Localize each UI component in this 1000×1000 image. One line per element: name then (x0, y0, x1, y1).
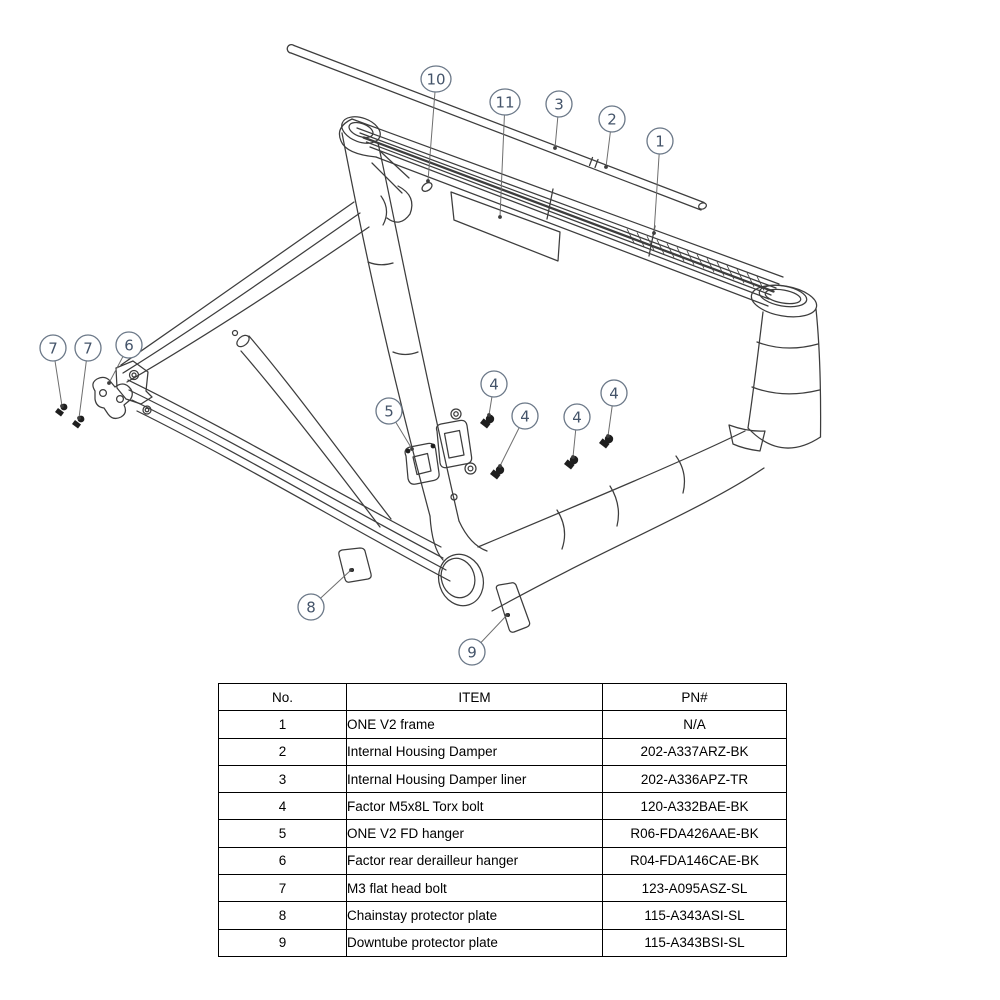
row-item: Chainstay protector plate (346, 901, 603, 930)
svg-text:8: 8 (306, 598, 316, 616)
derailleur-hanger (92, 376, 133, 420)
row-pn: 120-A332BAE-BK (602, 792, 787, 821)
seatstay-bridge (231, 329, 392, 528)
svg-text:7: 7 (48, 339, 58, 357)
row-item: Downtube protector plate (346, 928, 603, 957)
row-item: Factor rear derailleur hanger (346, 846, 603, 876)
row-no: 8 (218, 901, 347, 930)
svg-text:4: 4 (609, 384, 619, 402)
housing-liner-tube (286, 44, 708, 211)
svg-text:11: 11 (495, 93, 514, 111)
callout-8: 8 (297, 568, 353, 621)
callout-4: 4 (498, 402, 539, 468)
row-no: 3 (218, 764, 347, 794)
fd-mount-plate (435, 408, 477, 475)
row-pn: N/A (602, 710, 787, 739)
callout-4: 4 (600, 379, 628, 438)
row-pn: 202-A337ARZ-BK (602, 737, 787, 766)
chain-stays (127, 379, 451, 582)
row-pn: 202-A336APZ-TR (602, 764, 787, 794)
row-pn: R04-FDA146CAE-BK (602, 846, 787, 876)
svg-text:4: 4 (520, 407, 530, 425)
row-item: Internal Housing Damper liner (346, 764, 603, 794)
col-header-no: No. (218, 682, 347, 712)
head-tube (747, 284, 822, 449)
callout-layer: 1 2 3 10 11 7 7 6 5 4 4 4 4 8 9 (39, 65, 674, 666)
svg-text:10: 10 (426, 70, 445, 88)
callout-6: 6 (107, 331, 143, 385)
row-pn: R06-FDA426AAE-BK (602, 819, 787, 848)
frame-label-plate (450, 191, 561, 262)
rear-dropout (115, 360, 153, 405)
callout-1: 1 (646, 127, 674, 235)
callout-10: 10 (420, 65, 452, 183)
row-no: 9 (218, 928, 347, 957)
row-item: ONE V2 FD hanger (346, 819, 603, 848)
row-no: 1 (218, 710, 347, 739)
svg-text:9: 9 (467, 643, 477, 661)
row-no: 5 (218, 819, 347, 848)
callout-4: 4 (563, 403, 591, 459)
fd-hanger (404, 442, 440, 485)
row-pn: 123-A095ASZ-SL (602, 874, 787, 903)
row-no: 6 (218, 846, 347, 876)
svg-text:1: 1 (655, 132, 665, 150)
svg-text:6: 6 (124, 336, 134, 354)
seat-stays (120, 195, 388, 383)
row-item: Factor M5x8L Torx bolt (346, 792, 603, 821)
m3-bolt (55, 403, 85, 429)
row-pn: 115-A343BSI-SL (602, 928, 787, 957)
svg-text:7: 7 (83, 339, 93, 357)
headtube-lower-lug (728, 424, 766, 452)
callout-9: 9 (458, 613, 509, 666)
parts-table-header: No. ITEM PN# (218, 682, 787, 712)
row-no: 2 (218, 737, 347, 766)
callout-5: 5 (375, 397, 414, 451)
toptube-hatch (626, 228, 765, 291)
col-header-pn: PN# (602, 682, 787, 712)
callout-7: 7 (74, 334, 102, 420)
row-pn: 115-A343ASI-SL (602, 901, 787, 930)
svg-text:4: 4 (489, 375, 499, 393)
row-item: ONE V2 frame (346, 710, 603, 739)
bike-frame (55, 44, 822, 633)
torx-bolt (480, 414, 614, 480)
row-no: 7 (218, 874, 347, 903)
cable-grommet (421, 182, 433, 192)
exploded-frame-diagram: 1 2 3 10 11 7 7 6 5 4 4 4 4 8 9 (39, 44, 822, 666)
callout-3: 3 (545, 90, 573, 150)
svg-text:2: 2 (607, 110, 617, 128)
row-no: 4 (218, 792, 347, 821)
svg-text:4: 4 (572, 408, 582, 426)
col-header-item: ITEM (346, 682, 603, 712)
callout-2: 2 (598, 105, 626, 169)
down-tube (477, 430, 765, 612)
header-row: No. ITEM PN# (218, 682, 787, 712)
svg-text:3: 3 (554, 95, 564, 113)
svg-text:5: 5 (384, 402, 394, 420)
downtube-protector-plate (495, 582, 531, 633)
callout-4: 4 (480, 370, 508, 417)
row-item: Internal Housing Damper (346, 737, 603, 766)
bottom-bracket (437, 553, 485, 607)
callout-11: 11 (489, 88, 521, 219)
row-item: M3 flat head bolt (346, 874, 603, 903)
callout-7: 7 (39, 334, 67, 408)
